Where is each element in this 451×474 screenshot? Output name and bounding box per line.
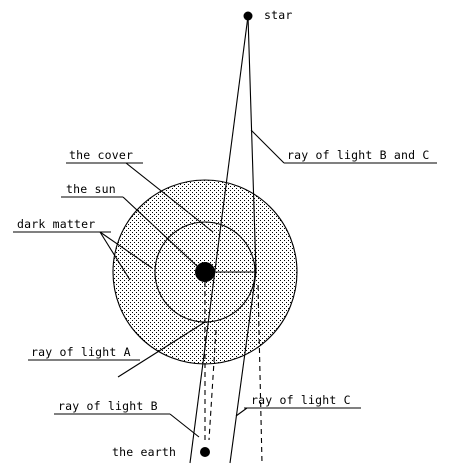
ray-b-label: ray of light B (58, 399, 158, 413)
ray-bc-label: ray of light B and C (287, 148, 429, 162)
dashed-line-middle (208, 329, 217, 441)
ray-c-leader (235, 407, 248, 417)
ray-c-lower-line (229, 271, 257, 464)
ray-c-line (247, 15, 257, 273)
sun-label: the sun (66, 182, 116, 196)
earth-point (200, 447, 210, 457)
cover-leader (125, 162, 214, 233)
dark-matter-leader-2 (99, 231, 131, 281)
ray-a-label: ray of light A (31, 345, 131, 359)
sun-leader (122, 196, 199, 268)
ray-b-leader (169, 413, 200, 438)
ray-c-label: ray of light C (251, 393, 351, 407)
ray-a-line (117, 321, 206, 378)
dark-matter-leader-1 (99, 231, 153, 269)
ray-b-line (189, 15, 249, 464)
dark-matter-label: dark matter (17, 217, 95, 231)
cover-label: the cover (69, 148, 133, 162)
earth-label: the earth (112, 445, 176, 459)
dashed-line-right (257, 284, 263, 464)
ray-bc-leader (250, 129, 285, 164)
star-label: star (264, 8, 293, 22)
